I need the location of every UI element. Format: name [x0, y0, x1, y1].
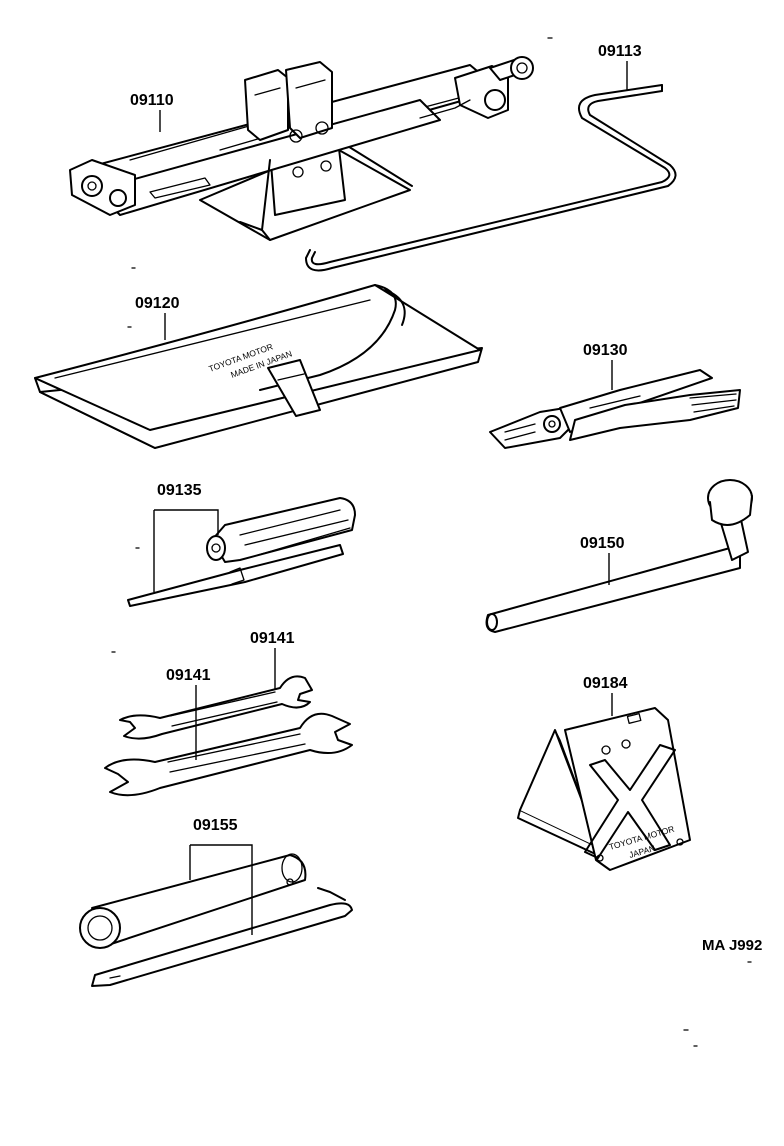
wrench-small-label: 09141: [250, 630, 295, 647]
screwdriver-drawing: [127, 497, 356, 607]
wrench-small-drawing: [119, 675, 313, 740]
jack-handle-label: 09113: [598, 43, 642, 60]
wheel-chock-label: 09184: [583, 675, 628, 692]
wheel-chock-drawing: TOYOTA MOTOR JAPAN: [517, 707, 691, 871]
pliers-drawing: [489, 369, 741, 449]
jack-label: 09110: [130, 92, 174, 109]
screwdriver-leader-line: [153, 509, 219, 592]
jack-handle-drawing: [305, 84, 677, 272]
wheel-wrench-drawing: [485, 479, 753, 633]
screwdriver-label: 09135: [157, 482, 202, 499]
tool-bag-label: 09120: [135, 295, 180, 312]
jack-drawing: [69, 56, 534, 241]
plug-wrench-drawing: [79, 853, 353, 987]
wrench-large-label: 09141: [166, 667, 211, 684]
drawing-code: MA J992: [702, 937, 762, 954]
pliers-label: 09130: [583, 342, 628, 359]
tool-bag-drawing: TOYOTA MOTOR MADE IN JAPAN: [34, 284, 483, 449]
plug-wrench-label: 09155: [193, 817, 238, 834]
plug-wrench-leader-line: [189, 844, 253, 935]
scan-specks: [111, 37, 752, 1047]
wheel-wrench-label: 09150: [580, 535, 625, 552]
wrench-large-drawing: [104, 712, 353, 797]
